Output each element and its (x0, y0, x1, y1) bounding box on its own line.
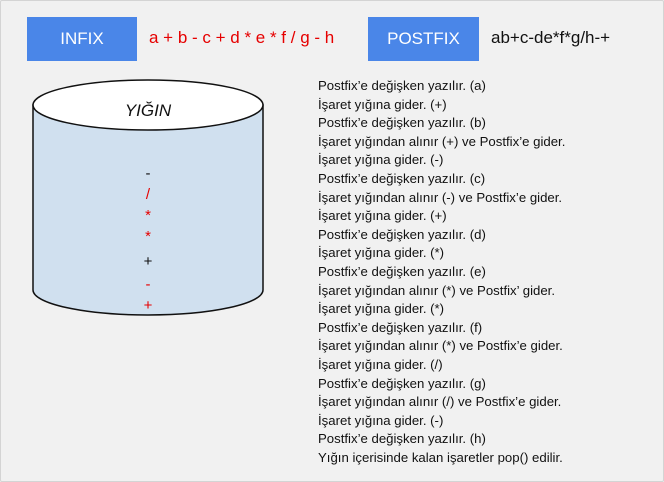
postfix-label: POSTFIX (368, 17, 479, 61)
stack-title: YIĞIN (124, 101, 172, 120)
step-line: Postfix’e değişken yazılır. (f) (318, 319, 483, 335)
stack-item: - (145, 276, 151, 293)
step-line: Postfix’e değişken yazılır. (a) (318, 78, 486, 93)
step-line: İşaret yığına gider. (+) (318, 208, 447, 224)
stack-item: / (145, 186, 151, 203)
step-line: İşaret yığına gider. (/) (318, 356, 443, 372)
cylinder-top (32, 79, 264, 131)
stack-item: * (145, 228, 151, 245)
step-line: Postfix’e değişken yazılır. (g) (318, 375, 486, 391)
step-line: Postfix’e değişken yazılır. (e) (318, 263, 486, 279)
cylinder-body (32, 104, 264, 316)
step-line: İşaret yığına gider. (-) (318, 412, 444, 428)
steps-list: Postfix’e değişken yazılır. (a) İşaret yı… (318, 77, 565, 467)
step-line: Postfix’e değişken yazılır. (c) (318, 170, 486, 186)
step-line: Postfix’e değişken yazılır. (d) (318, 226, 486, 242)
step-line: İşaret yığından alınır (+) ve Postfix’e … (318, 133, 566, 149)
step-line: İşaret yığından alınır (*) ve Postfix’ g… (318, 282, 555, 298)
step-line: İşaret yığına gider. (-) (318, 152, 444, 168)
step-line: İşaret yığından alınır (/) ve Postfix’e … (318, 394, 562, 410)
step-line: Yığın içerisinde kalan işaretler pop() e… (318, 449, 563, 465)
stack-item: + (143, 253, 153, 270)
postfix-expression: ab+c-de*f*g/h-+ (491, 28, 611, 47)
stack-item: + (143, 297, 153, 314)
infix-expression: a + b - c + d * e * f / g - h (149, 28, 335, 47)
step-line: İşaret yığından alınır (*) ve Postfix’e … (318, 338, 563, 354)
step-line: İşaret yığına gider. (+) (318, 96, 447, 112)
step-line: Postfix’e değişken yazılır. (b) (318, 115, 486, 131)
stack-item: - (145, 165, 151, 182)
infix-label: INFIX (27, 17, 137, 61)
step-line: İşaret yığına gider. (*) (318, 245, 445, 261)
step-line: İşaret yığına gider. (*) (318, 301, 445, 317)
stack-item: * (145, 207, 151, 224)
step-line: Postfix’e değişken yazılır. (h) (318, 431, 486, 447)
step-line: İşaret yığından alınır (-) ve Postfix’e … (318, 189, 563, 205)
